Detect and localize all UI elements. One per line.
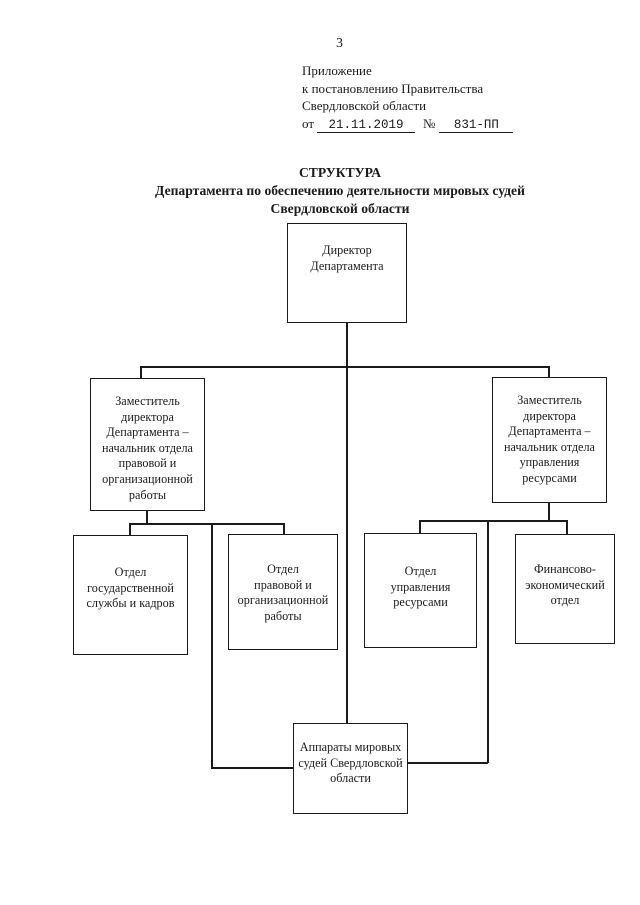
connector-drop-deputy-right xyxy=(548,366,550,378)
connector-apparatus-left xyxy=(211,767,294,769)
appendix-line: Свердловской области xyxy=(302,98,427,114)
appendix-header: Приложение к постановлению Правительства… xyxy=(302,62,514,134)
node-text-line: Директор xyxy=(322,243,372,257)
node-text-line: Департамента – xyxy=(106,425,189,440)
connector-left-branch-to-apparatus xyxy=(211,523,213,769)
node-text-line: организационной xyxy=(102,471,193,486)
node-text-line: директора xyxy=(523,408,576,423)
node-text-line: судей Свердловской xyxy=(298,755,403,770)
node-deputy-legal: Заместитель директора Департамента – нач… xyxy=(90,378,205,511)
node-text-line: отдел xyxy=(550,593,580,608)
connector-drop-dept-finance xyxy=(566,520,568,535)
connector-deputy-left-down xyxy=(146,510,148,524)
node-text-line: Заместитель xyxy=(115,394,180,408)
node-text-line: управления xyxy=(390,579,451,594)
connector-right-branch-to-apparatus xyxy=(487,520,489,763)
node-dept-civil-service: Отдел государственной службы и кадров xyxy=(73,535,188,655)
page-number: 3 xyxy=(336,36,343,51)
title-line: Свердловской области xyxy=(270,201,410,216)
node-text-line: Отдел xyxy=(404,564,437,578)
node-text-line: государственной xyxy=(87,580,174,595)
title-line: СТРУКТУРА xyxy=(298,165,382,180)
date-value: 21.11.2019 xyxy=(317,117,416,134)
node-text-line: работы xyxy=(264,608,302,623)
title-line: Департамента по обеспечению деятельности… xyxy=(155,183,525,198)
node-text-line: начальник отдела xyxy=(504,439,595,454)
document-number: 831-ПП xyxy=(439,117,514,134)
node-text-line: управления xyxy=(519,455,580,470)
node-text-line: правовой и xyxy=(118,456,177,471)
node-text-line: Отдел xyxy=(267,562,299,576)
node-text-line: Аппараты мировых xyxy=(299,740,402,754)
node-text-line: организационной xyxy=(237,593,329,608)
connector-deputies-horizontal xyxy=(140,366,549,368)
node-dept-resources: Отдел управления ресурсами xyxy=(364,533,477,648)
node-text-line: Отдел xyxy=(114,565,147,579)
node-text-line: экономический xyxy=(525,577,605,592)
connector-director-to-apparatus xyxy=(346,323,348,723)
node-deputy-resources: Заместитель директора Департамента – нач… xyxy=(492,377,607,503)
node-text-line: начальник отдела xyxy=(102,440,193,455)
connector-apparatus-right xyxy=(407,762,488,764)
connector-deputy-right-down xyxy=(548,502,550,521)
connector-right-depts-horizontal xyxy=(419,520,568,522)
node-text-line: области xyxy=(330,771,371,786)
node-text-line: службы и кадров xyxy=(86,596,175,611)
date-prefix-label: от xyxy=(302,116,315,132)
node-dept-finance: Финансово- экономический отдел xyxy=(515,534,615,644)
node-text-line: Заместитель xyxy=(517,393,582,407)
connector-left-depts-horizontal xyxy=(129,523,284,525)
connector-drop-dept-legal xyxy=(283,523,285,535)
node-text-line: работы xyxy=(128,487,167,502)
connector-drop-deputy-left xyxy=(140,366,142,379)
node-director: Директор Департамента xyxy=(287,223,407,323)
number-sign: № xyxy=(423,116,436,132)
appendix-line: Приложение xyxy=(302,63,372,78)
appendix-line: к постановлению Правительства xyxy=(302,80,484,96)
node-text-line: Финансово- xyxy=(534,562,596,576)
node-text-line: директора xyxy=(121,409,174,424)
node-apparatus: Аппараты мировых судей Свердловской обла… xyxy=(293,723,408,814)
connector-drop-dept-resources xyxy=(419,520,421,534)
document-title: СТРУКТУРА Департамента по обеспечению де… xyxy=(38,164,640,218)
connector-drop-dept-civil-service xyxy=(129,523,131,536)
node-text-line: ресурсами xyxy=(522,470,577,485)
node-text-line: Департамента – xyxy=(508,424,591,439)
node-text-line: правовой и xyxy=(254,577,312,592)
node-text-line: ресурсами xyxy=(393,595,448,610)
node-text-line: Департамента xyxy=(310,258,384,273)
node-dept-legal: Отдел правовой и организационной работы xyxy=(228,534,338,650)
